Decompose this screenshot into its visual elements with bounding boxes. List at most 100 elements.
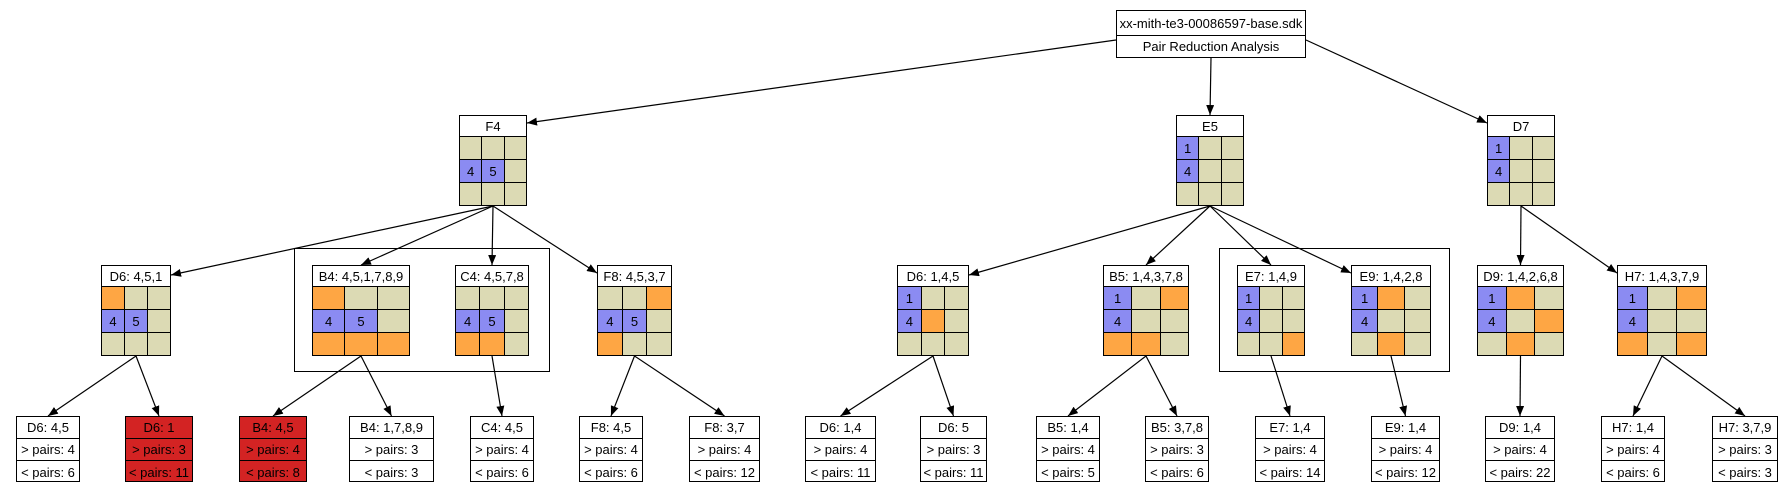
leaf-node-l16: H7: 3,7,9> pairs: 3< pairs: 3: [1712, 416, 1778, 482]
grid-cell: 1: [1104, 287, 1132, 309]
leaf-node-l14: D9: 1,4> pairs: 4< pairs: 22: [1485, 416, 1555, 482]
node-label-text: C4: 4,5,7,8: [460, 268, 524, 284]
grid-cell: [921, 333, 945, 355]
grid-cell: 4: [313, 310, 345, 332]
leaf-greater-pairs: > pairs: 3: [350, 439, 433, 461]
grid-cell: [1532, 160, 1554, 182]
grid-cell: [1177, 183, 1199, 205]
leaf-title: F8: 3,7: [690, 417, 759, 439]
edge-f4-f8-to-l6: [610, 355, 636, 417]
grid-cell: 5: [622, 310, 647, 332]
leaf-lesser-pairs: < pairs: 6: [21, 464, 75, 480]
leaf-node-l10: B5: 1,4> pairs: 4< pairs: 5: [1036, 416, 1100, 482]
node-label-text: F8: 4,5,3,7: [603, 268, 666, 284]
node-label-e5-e9: E9: 1,4,2,8: [1351, 265, 1431, 287]
grid-cell: [1260, 333, 1282, 355]
node-label-text: E7: 1,4,9: [1244, 268, 1298, 284]
leaf-title: D6: 5: [921, 417, 986, 439]
grid-cell: 4: [1618, 310, 1647, 332]
grid-cell: [945, 287, 968, 309]
leaf-lesser-pairs: < pairs: 3: [1718, 464, 1772, 480]
grid-cell: [456, 333, 480, 355]
grid-cell: [1647, 333, 1677, 355]
leaf-lesser-pairs: < pairs: 6: [1606, 464, 1660, 480]
grid-cell: [1677, 287, 1706, 309]
grid-cell: [1404, 310, 1430, 332]
node-label-e5-e7: E7: 1,4,9: [1237, 265, 1305, 287]
grid-cell: [622, 333, 647, 355]
leaf-title: H7: 1,4: [1602, 417, 1664, 439]
grid-cell: 1: [1618, 287, 1647, 309]
node-label-text: B4: 4,5,1,7,8,9: [318, 268, 404, 284]
node-label-f4-d6: D6: 4,5,1: [101, 265, 171, 287]
node-label-text: D6: 4,5,1: [109, 268, 163, 284]
grid-cell: [125, 333, 147, 355]
grid-cell: [1160, 310, 1188, 332]
leaf-greater-pairs: > pairs: 4: [1256, 439, 1324, 461]
leaf-title: E9: 1,4: [1372, 417, 1439, 439]
leaf-node-l15: H7: 1,4> pairs: 4 < pairs: 6: [1601, 416, 1665, 482]
grid-cell: [647, 333, 671, 355]
edge-root-to-f4: [526, 39, 1117, 126]
leaf-lesser-pairs: < pairs: 12: [1374, 464, 1437, 480]
grid-cell: [1132, 333, 1160, 355]
grid-cell: 4: [1177, 160, 1199, 182]
grid-cell: 1: [1352, 287, 1378, 309]
grid-cell: 4: [1488, 160, 1510, 182]
leaf-title: D6: 4,5: [17, 417, 79, 439]
grid-cell: [460, 183, 482, 205]
grid-cell: 1: [1238, 287, 1260, 309]
node-label-d7: D7: [1487, 115, 1555, 137]
leaf-lesser-pairs: < pairs: 3: [364, 464, 419, 480]
grid-cell: [504, 287, 528, 309]
leaf-greater-pairs: > pairs: 3: [126, 439, 192, 461]
grid-cell: 4: [598, 310, 622, 332]
leaf-node-l7: F8: 3,7> pairs: 4< pairs: 12: [689, 416, 760, 482]
leaf-greater-pairs: > pairs: 4: [1602, 439, 1664, 461]
leaf-node-l5: C4: 4,5> pairs: 4< pairs: 6: [470, 416, 534, 482]
node-label-d7-d9: D9: 1,4,2,6,8: [1477, 265, 1564, 287]
grid-cell: [598, 287, 622, 309]
grid-cell: [921, 287, 945, 309]
grid-cell: [1677, 333, 1706, 355]
edge-e5-b5-to-l11: [1145, 355, 1178, 417]
leaf-lesser-pairs: < pairs: 5: [1041, 464, 1095, 480]
grid-cell: [504, 137, 526, 159]
grid-cell: [313, 333, 345, 355]
grid-cell: [482, 183, 504, 205]
root-title: xx-mith-te3-00086597-base.sdk: [1117, 11, 1305, 36]
edge-d7-h7-to-l16: [1661, 355, 1746, 417]
grid-cell: [482, 137, 504, 159]
node-label-e5-d6: D6: 1,4,5: [897, 265, 969, 287]
edge-f4-b4-to-l4: [360, 355, 393, 417]
grid-cell: [647, 287, 671, 309]
grid-cell: [1478, 333, 1506, 355]
grid-cell: [1506, 310, 1535, 332]
grid-cell: [598, 333, 622, 355]
leaf-lesser-pairs: < pairs: 8: [246, 464, 300, 480]
grid-cell: [945, 310, 968, 332]
grid-cell: [1647, 287, 1677, 309]
grid-cell: [377, 310, 409, 332]
grid-cell: [125, 287, 147, 309]
grid-cell: [1532, 137, 1554, 159]
grid-cell: [1238, 333, 1260, 355]
grid-cell: 4: [1238, 310, 1260, 332]
node-label-f4-f8: F8: 4,5,3,7: [597, 265, 672, 287]
edge-f4-f8-to-l7: [634, 355, 725, 417]
grid-cell: [1132, 310, 1160, 332]
edge-f4-to-f4-d6: [170, 205, 494, 277]
node-label-f4-c4: C4: 4,5,7,8: [455, 265, 529, 287]
leaf-node-l8: D6: 1,4> pairs: 4< pairs: 11: [805, 416, 876, 482]
leaf-lesser-pairs: < pairs: 11: [128, 464, 190, 480]
grid-cell: [480, 333, 504, 355]
leaf-lesser-pairs: < pairs: 12: [693, 464, 756, 480]
leaf-node-l6: F8: 4,5> pairs: 4< pairs: 6: [579, 416, 643, 482]
edge-root-to-e5: [1206, 57, 1215, 116]
